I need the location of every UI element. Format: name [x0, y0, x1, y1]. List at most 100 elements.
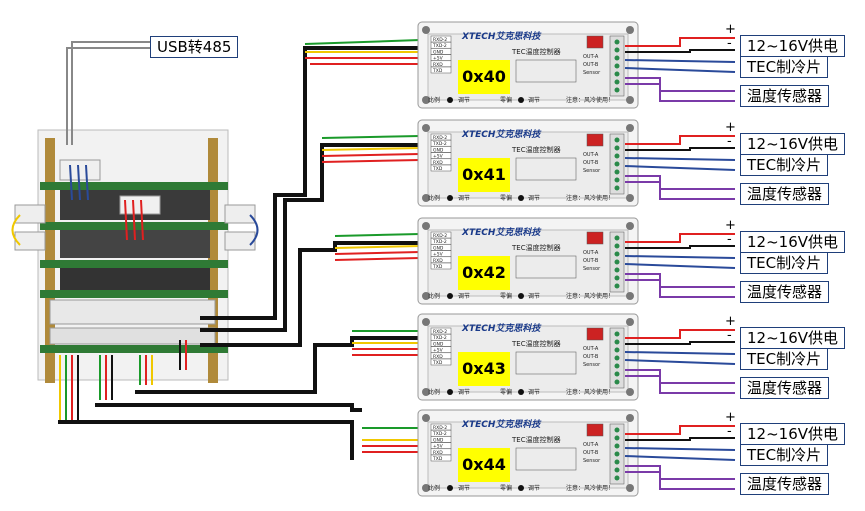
minus-sign: - [727, 232, 732, 247]
pin-label: TXD [432, 68, 443, 74]
module-brand: XTECH艾克思科技 [461, 129, 542, 140]
footer-text: 注意：风冷使用！ [566, 484, 614, 492]
controller-module: XTECH艾克思科技TEC温度控制器RXD-2TXD-2GND+5VRXDTXD… [417, 217, 639, 305]
module-brand: XTECH艾克思科技 [461, 227, 542, 238]
pin-label: GND [433, 147, 444, 153]
footer-text: 零偏 [500, 484, 512, 492]
footer-text: 调节 [458, 484, 470, 492]
footer-text: 比例 [428, 292, 440, 300]
pin-label: GND [433, 437, 444, 443]
power-supply-label: 12~16V供电 [740, 133, 846, 155]
footer-text: 比例 [428, 388, 440, 396]
pin-label: RXD-2 [433, 37, 447, 43]
pin-label: OUT-A [583, 442, 599, 448]
minus-sign: - [727, 328, 732, 343]
minus-sign: - [727, 134, 732, 149]
pin-label: RXD-2 [433, 135, 447, 141]
pcb-stack [11, 129, 259, 383]
pin-label: OUT-B [583, 450, 599, 456]
footer-text: 注意：风冷使用！ [566, 292, 614, 300]
module-product: TEC温度控制器 [511, 435, 561, 444]
footer-text: 调节 [528, 388, 540, 396]
controller-address-badge: 0x44 [458, 448, 510, 482]
temperature-sensor-label: 温度传感器 [740, 85, 830, 107]
controller-module: XTECH艾克思科技 TEC温度控制器 RXD-2TXD-2GND+5VRXDTXD… [417, 21, 639, 109]
footer-text: 调节 [458, 194, 470, 202]
temperature-sensor-label: 温度传感器 [740, 377, 830, 399]
footer-text: 零偏 [500, 388, 512, 396]
power-supply-label: 12~16V供电 [740, 327, 846, 349]
trunk-wires [59, 340, 187, 420]
module-product: TEC温度控制器 [511, 145, 561, 154]
controller-address-badge: 0x41 [458, 158, 510, 192]
minus-sign: - [727, 36, 732, 51]
pin-label: Sensor [583, 266, 601, 272]
footer-text: 注意：风冷使用！ [566, 388, 614, 396]
footer-text: 调节 [528, 194, 540, 202]
bus-wires [58, 46, 420, 460]
temperature-sensor-label: 温度传感器 [740, 183, 830, 205]
power-supply-label: 12~16V供电 [740, 35, 846, 57]
plus-sign: + [725, 314, 736, 329]
temperature-sensor-label: 温度传感器 [740, 473, 830, 495]
footer-text: 调节 [528, 96, 540, 104]
usb-to-485-label: USB转485 [150, 36, 239, 58]
controller-module: XTECH艾克思科技TEC温度控制器RXD-2TXD-2GND+5VRXDTXD… [417, 313, 639, 401]
pin-label: RXD [433, 160, 443, 166]
tec-label: TEC制冷片 [740, 154, 829, 176]
pin-label: +5V [433, 56, 444, 62]
footer-text: 注意：风冷使用！ [566, 194, 614, 202]
pin-label: RXD [433, 450, 443, 456]
pin-label: TXD-2 [432, 239, 447, 245]
pin-label: Sensor [583, 458, 601, 464]
controller-address-badge: 0x43 [458, 352, 510, 386]
plus-sign: + [725, 120, 736, 135]
minus-sign: - [727, 424, 732, 439]
controller-module: XTECH艾克思科技TEC温度控制器RXD-2TXD-2GND+5VRXDTXD… [417, 409, 639, 497]
module-brand: XTECH艾克思科技 [461, 419, 542, 430]
footer-text: 比例 [428, 96, 440, 104]
controller-modules: XTECH艾克思科技TEC温度控制器RXD-2TXD-2GND+5VRXDTXD… [417, 21, 639, 497]
pin-label: OUT-A [583, 54, 599, 60]
pin-label: RXD [433, 258, 443, 264]
module-brand: XTECH艾克思科技 [461, 31, 542, 42]
footer-text: 调节 [528, 484, 540, 492]
pin-label: TXD-2 [432, 431, 447, 437]
pin-label: OUT-B [583, 258, 599, 264]
pin-label: TXD [432, 264, 443, 270]
module-product: TEC温度控制器 [511, 47, 561, 56]
module-product: TEC温度控制器 [511, 339, 561, 348]
pin-label: OUT-B [583, 160, 599, 166]
controller-address-badge: 0x40 [458, 60, 510, 94]
pin-label: TXD-2 [432, 43, 447, 49]
footer-text: 零偏 [500, 194, 512, 202]
pin-label: +5V [433, 348, 444, 354]
footer-text: 调节 [458, 388, 470, 396]
pin-label: TXD [432, 166, 443, 172]
pin-label: TXD-2 [432, 335, 447, 341]
plus-sign: + [725, 218, 736, 233]
tec-label: TEC制冷片 [740, 348, 829, 370]
pin-label: +5V [433, 252, 444, 258]
pin-label: OUT-A [583, 152, 599, 158]
pin-label: TXD [432, 456, 443, 462]
footer-text: 零偏 [500, 292, 512, 300]
pin-label: OUT-B [583, 62, 599, 68]
pin-label: RXD-2 [433, 233, 447, 239]
tec-label: TEC制冷片 [740, 252, 829, 274]
pin-label: RXD [433, 62, 443, 68]
pin-label: Sensor [583, 362, 601, 368]
module-product: TEC温度控制器 [511, 243, 561, 252]
footer-text: 比例 [428, 194, 440, 202]
pin-label: TXD-2 [432, 141, 447, 147]
pin-label: +5V [433, 444, 444, 450]
footer-text: 调节 [458, 292, 470, 300]
controller-module: XTECH艾克思科技TEC温度控制器RXD-2TXD-2GND+5VRXDTXD… [417, 119, 639, 207]
pin-label: OUT-A [583, 250, 599, 256]
pin-label: OUT-A [583, 346, 599, 352]
pin-label: GND [433, 49, 444, 55]
plus-sign: + [725, 22, 736, 37]
output-wires [624, 37, 736, 490]
footer-text: 零偏 [500, 96, 512, 104]
